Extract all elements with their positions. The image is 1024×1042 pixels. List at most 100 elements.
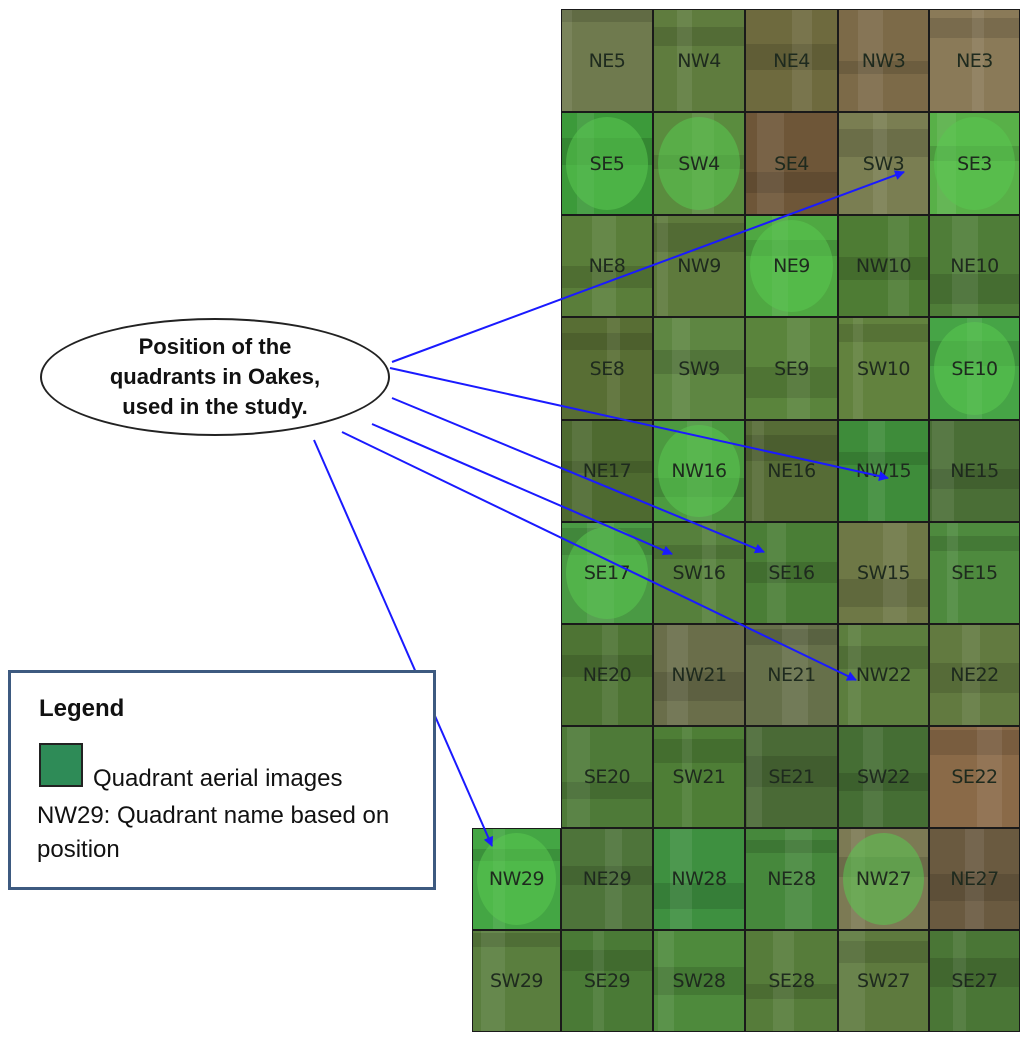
- field-strip: [839, 931, 865, 1031]
- quadrant-tile: SW9: [653, 317, 745, 420]
- quadrant-label: NE4: [773, 49, 810, 72]
- legend-swatch: [39, 743, 83, 787]
- quadrant-label: SE9: [774, 357, 809, 380]
- quadrant-tile: SE27: [929, 930, 1020, 1032]
- quadrant-tile: NW27: [838, 828, 929, 930]
- quadrant-label: NW28: [671, 868, 727, 890]
- quadrant-label: SE5: [589, 152, 625, 175]
- quadrant-label: NW27: [855, 868, 912, 890]
- quadrant-label: SE3: [957, 152, 992, 175]
- quadrant-tile: SW15: [838, 522, 929, 624]
- field-strip: [746, 756, 837, 787]
- field-strip: [953, 931, 966, 1031]
- field-strip: [839, 61, 928, 74]
- quadrant-label: SW28: [672, 970, 726, 992]
- field-strip: [785, 829, 812, 929]
- quadrant-label: NW4: [677, 49, 721, 72]
- field-strip: [746, 984, 837, 999]
- quadrant-label: NE10: [950, 255, 999, 277]
- field-strip: [677, 10, 692, 111]
- field-strip: [562, 866, 652, 885]
- quadrant-label: SE28: [768, 970, 815, 992]
- field-strip: [930, 663, 1019, 693]
- quadrant-label: NE22: [950, 664, 999, 686]
- field-strip: [947, 523, 958, 623]
- callout-text: Position of the quadrants in Oakes, used…: [40, 332, 390, 422]
- quadrant-tile: SW22: [838, 726, 929, 828]
- quadrant-label: SE16: [768, 562, 815, 584]
- field-strip: [930, 958, 1019, 987]
- quadrant-label: NE27: [950, 868, 999, 890]
- field-strip: [792, 10, 812, 111]
- callout-line-3: used in the study.: [122, 394, 308, 419]
- field-strip: [562, 950, 652, 971]
- field-strip: [977, 727, 1002, 827]
- quadrant-label: NE17: [582, 460, 632, 482]
- quadrant-tile: SW4: [653, 112, 745, 215]
- quadrant-tile: SW16: [653, 522, 745, 624]
- field-strip: [883, 523, 907, 623]
- quadrant-label: SE21: [768, 766, 815, 788]
- quadrant-tile: NE10: [929, 215, 1020, 317]
- field-strip: [952, 216, 978, 316]
- quadrant-label: NE20: [582, 664, 632, 686]
- quadrant-label: SE20: [583, 766, 631, 788]
- quadrant-label: NE15: [950, 460, 999, 482]
- quadrant-label: SW29: [489, 970, 544, 992]
- field-strip: [858, 10, 883, 111]
- quadrant-tile: NE20: [561, 624, 653, 726]
- field-strip: [930, 536, 1019, 551]
- center-pivot-field: [477, 833, 556, 925]
- quadrant-tile: NE9: [745, 215, 838, 317]
- field-strip: [930, 469, 1019, 489]
- callout-line-2: quadrants in Oakes,: [109, 364, 321, 389]
- quadrant-tile: NW21: [653, 624, 745, 726]
- quadrant-tile: SE28: [745, 930, 838, 1032]
- field-strip: [930, 274, 1019, 304]
- quadrant-tile: NE8: [561, 215, 653, 317]
- field-strip: [746, 44, 837, 70]
- center-pivot-field: [843, 833, 924, 925]
- quadrant-tile: NW22: [838, 624, 929, 726]
- quadrant-tile: SE3: [929, 112, 1020, 215]
- quadrant-tile: SW21: [653, 726, 745, 828]
- field-strip: [473, 933, 560, 947]
- quadrant-tile: SE20: [561, 726, 653, 828]
- legend-note: NW29: Quadrant name based on position: [37, 802, 390, 863]
- quadrant-tile: SW28: [653, 930, 745, 1032]
- quadrant-label: SE22: [951, 766, 998, 788]
- quadrant-tile: SW29: [472, 930, 561, 1032]
- quadrant-tile: NE28: [745, 828, 838, 930]
- field-strip: [682, 727, 692, 827]
- quadrant-label: NW10: [855, 255, 912, 277]
- quadrant-label: SW9: [678, 357, 720, 380]
- quadrant-label: NE9: [773, 255, 810, 277]
- quadrant-tile: SE17: [561, 522, 653, 624]
- field-strip: [654, 739, 744, 763]
- quadrant-tile: SE5: [561, 112, 653, 215]
- field-strip: [593, 931, 604, 1031]
- quadrant-tile: NE16: [745, 420, 838, 522]
- callout-line-1: Position of the: [138, 334, 292, 359]
- quadrant-label: NW21: [671, 664, 727, 686]
- quadrant-label: NW16: [671, 460, 727, 482]
- field-strip: [965, 829, 984, 929]
- quadrant-label: NE28: [767, 868, 816, 890]
- quadrant-tile: SE15: [929, 522, 1020, 624]
- center-pivot-field: [934, 117, 1015, 210]
- quadrant-label: SW22: [856, 766, 911, 788]
- field-strip: [605, 829, 622, 929]
- field-strip: [839, 646, 928, 669]
- field-strip: [773, 931, 794, 1031]
- quadrant-tile: NW9: [653, 215, 745, 317]
- field-strip: [863, 727, 883, 827]
- quadrant-label: NE3: [956, 49, 993, 72]
- quadrant-label: NE21: [767, 664, 816, 686]
- quadrant-label: SE29: [583, 970, 631, 992]
- quadrant-label: SW4: [678, 152, 720, 175]
- field-strip: [562, 782, 652, 799]
- quadrant-tile: SE9: [745, 317, 838, 420]
- field-strip: [481, 931, 505, 1031]
- quadrant-tile: NW16: [653, 420, 745, 522]
- field-strip: [839, 941, 928, 963]
